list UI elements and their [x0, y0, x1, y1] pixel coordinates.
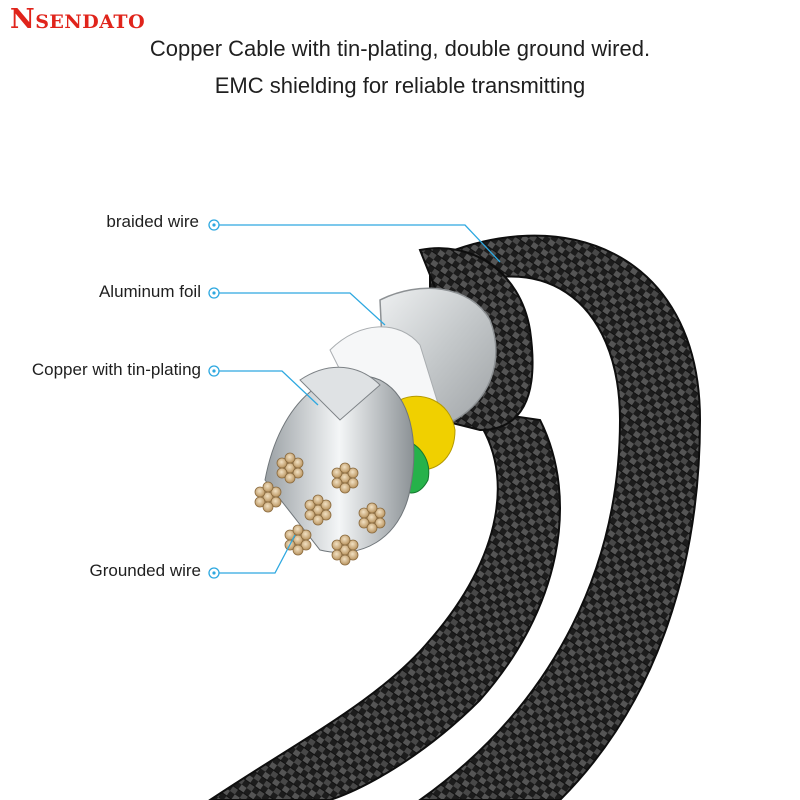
copper-strand-end — [339, 462, 351, 474]
copper-strand-end — [339, 482, 351, 494]
headline-line-1: Copper Cable with tin-plating, double gr… — [149, 36, 651, 61]
copper-strand-end — [331, 477, 343, 489]
callout-label-grounded-wire: Grounded wire — [89, 561, 201, 580]
brand-logo-cap: N — [10, 4, 36, 35]
callout-dot-center-3 — [212, 369, 216, 373]
copper-strand-end — [339, 534, 351, 546]
copper-strand-end — [312, 514, 324, 526]
copper-strand-end — [284, 472, 296, 484]
headline-line-2: EMC shielding for reliable transmitting — [214, 73, 586, 98]
copper-strand-end — [366, 522, 378, 534]
strand-bundle-end — [276, 452, 304, 484]
callout-dot-center-4 — [212, 571, 216, 575]
copper-strand-end — [366, 502, 378, 514]
copper-strand-end — [331, 549, 343, 561]
callout-label-copper-tin-plating: Copper with tin-plating — [31, 360, 201, 379]
callout-label-braided-wire: braided wire — [106, 212, 199, 231]
callout-line-aluminum-foil — [218, 292, 386, 326]
strand-end-groups — [254, 452, 386, 566]
copper-strand-end — [347, 549, 359, 561]
copper-strand-end — [292, 467, 304, 479]
copper-strand-end — [262, 481, 274, 493]
strand-bundle-end — [331, 462, 359, 494]
copper-strand-end — [262, 501, 274, 513]
copper-strand-end — [254, 496, 266, 508]
strand-bundle-end — [304, 494, 332, 526]
copper-strand-end — [374, 517, 386, 529]
copper-strand-end — [292, 524, 304, 536]
callout-lines — [218, 224, 501, 574]
copper-strand-end — [312, 494, 324, 506]
callout-line-braided-wire — [218, 224, 501, 263]
brand-logo: NSENDATO — [10, 4, 145, 35]
copper-strand-end — [292, 544, 304, 556]
copper-strand-end — [270, 496, 282, 508]
strand-bundle-end — [254, 481, 282, 513]
brand-logo-rest: SENDATO — [35, 11, 146, 33]
copper-strand-end — [284, 452, 296, 464]
copper-strand-end — [339, 554, 351, 566]
strand-bundle-end — [331, 534, 359, 566]
copper-strand-end — [347, 477, 359, 489]
copper-strand-end — [300, 539, 312, 551]
strand-bundle-end — [358, 502, 386, 534]
copper-strand-end — [304, 509, 316, 521]
callout-line-grounded-wire — [218, 534, 296, 574]
callout-dot-center-1 — [212, 223, 216, 227]
callout-label-aluminum-foil: Aluminum foil — [98, 282, 201, 301]
copper-strand-end — [276, 467, 288, 479]
copper-strand-end — [358, 517, 370, 529]
callout-dot-center-2 — [212, 291, 216, 295]
copper-strand-end — [320, 509, 332, 521]
callout-line-copper-tin-plating — [218, 370, 319, 406]
callout-dots — [208, 219, 220, 579]
